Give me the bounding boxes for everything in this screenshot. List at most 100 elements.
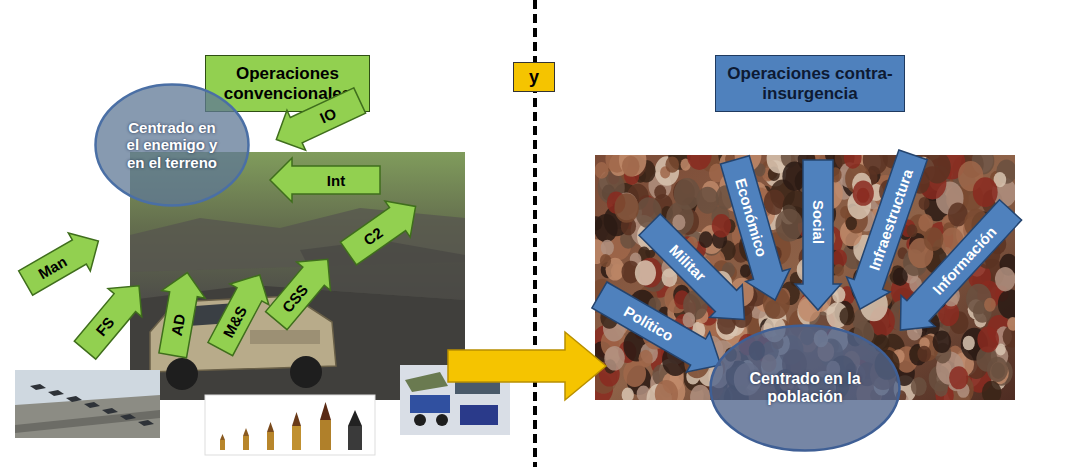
crowd-figure <box>998 289 1015 318</box>
vehicles-photo <box>405 372 448 392</box>
ammunition-photo <box>243 436 249 450</box>
runway-photo <box>30 384 46 390</box>
crowd-figure <box>844 155 862 169</box>
crowd-figure <box>853 180 874 205</box>
crowd-figure <box>911 377 927 396</box>
conjunction-box: y <box>513 62 555 92</box>
header-text: Operaciones contra-insurgencia <box>721 64 899 103</box>
crowd-figure <box>614 193 639 222</box>
crowd-figure <box>907 224 918 237</box>
crowd-figure <box>654 185 666 199</box>
terrain-photo <box>250 330 320 344</box>
header-text: y <box>529 67 539 88</box>
terrain-photo <box>166 358 198 390</box>
crowd-figure <box>917 346 931 362</box>
arrow-label: Int <box>327 173 345 188</box>
circle-outline <box>96 85 249 206</box>
circle-text: Centrado en el enemigo y en el terreno <box>122 119 222 171</box>
arrow-shape <box>270 158 380 202</box>
runway-photo <box>15 370 160 438</box>
crowd-figure <box>622 156 640 177</box>
arrow-outline <box>15 222 110 302</box>
ammunition-photo <box>348 426 362 450</box>
focus-circle: Centrado en el enemigo y en el terreno <box>94 83 250 207</box>
crowd-figure <box>977 327 999 353</box>
ammunition-photo <box>267 432 274 450</box>
crowd-figure <box>963 336 975 351</box>
crowd-figure <box>973 177 998 207</box>
ammunition-photo <box>220 402 362 450</box>
arrow-outline <box>259 245 344 335</box>
terrain-photo <box>290 356 322 388</box>
arrow-outline <box>201 265 279 360</box>
arrow-outline <box>713 153 797 306</box>
runway-photo <box>120 414 136 420</box>
crowd-figure <box>949 366 968 389</box>
crowd-figure <box>699 231 713 248</box>
ammunition-photo <box>220 434 225 440</box>
crowd-figure <box>775 209 803 242</box>
crowd-figure <box>712 214 732 237</box>
circle-text: Centrado en la población <box>749 370 861 407</box>
crowd-figure <box>995 267 1015 291</box>
ammunition-photo <box>220 440 225 450</box>
crowd-figure <box>635 260 656 285</box>
runway-photo <box>66 396 82 402</box>
crowd-figure <box>839 307 854 325</box>
crowd-figure <box>987 357 1008 382</box>
ammunition-photo <box>267 422 274 432</box>
runway-photo <box>15 395 160 438</box>
crowd-photo <box>585 139 1022 415</box>
crowd-figure <box>665 156 679 172</box>
crowd-figure <box>595 216 602 230</box>
ammunition-photo <box>292 426 301 450</box>
factor-arrow: Man <box>15 222 110 302</box>
circle-outline <box>711 326 900 451</box>
crowd-figure <box>933 331 952 353</box>
arrow-label: CSS <box>279 282 310 315</box>
arrow-outline <box>270 158 380 202</box>
vehicles-photo <box>410 395 450 413</box>
runway-photo <box>15 370 160 438</box>
crowd-figure <box>639 350 653 367</box>
crowd-figure <box>619 155 646 176</box>
crowd-figure <box>622 388 634 400</box>
ammunition-photo <box>243 428 249 436</box>
crowd-figure <box>655 156 679 185</box>
arrow-label: AD <box>169 313 188 337</box>
ammunition-photo <box>205 395 375 455</box>
header-box: Operaciones contra-insurgencia <box>715 55 905 112</box>
arrow-outline <box>336 188 428 271</box>
arrow-outline <box>151 269 209 359</box>
transition-arrow <box>448 332 606 400</box>
arrow-label: Social <box>811 200 826 244</box>
factor-arrow: Int <box>270 158 380 202</box>
runway-photo <box>30 384 154 426</box>
crowd-figure <box>690 385 711 400</box>
crowd-figure <box>696 187 718 214</box>
crowd-figure <box>674 178 700 210</box>
crowd-figure <box>600 254 611 267</box>
crowd-figure <box>687 155 712 170</box>
crowd-figure <box>846 217 857 231</box>
crowd-figure <box>982 381 1002 400</box>
crowd-figure <box>1007 317 1015 331</box>
runway-photo <box>138 420 154 426</box>
arrow-outline <box>68 272 156 365</box>
crowd-figure <box>984 298 996 312</box>
runway-photo <box>15 410 160 433</box>
crowd-figure <box>924 227 944 251</box>
ammunition-photo <box>292 412 301 426</box>
ammunition-photo <box>320 402 331 420</box>
ammunition-photo <box>320 420 331 450</box>
crowd-figure <box>604 346 625 371</box>
vehicles-photo <box>436 414 448 426</box>
vehicles-photo <box>460 405 498 425</box>
crowd-figure <box>601 240 614 256</box>
crowd-figure <box>683 312 696 327</box>
arrow-outline <box>883 194 1027 345</box>
crowd-figure <box>834 264 844 276</box>
runway-photo <box>102 408 118 414</box>
ammunition-photo <box>348 410 362 426</box>
